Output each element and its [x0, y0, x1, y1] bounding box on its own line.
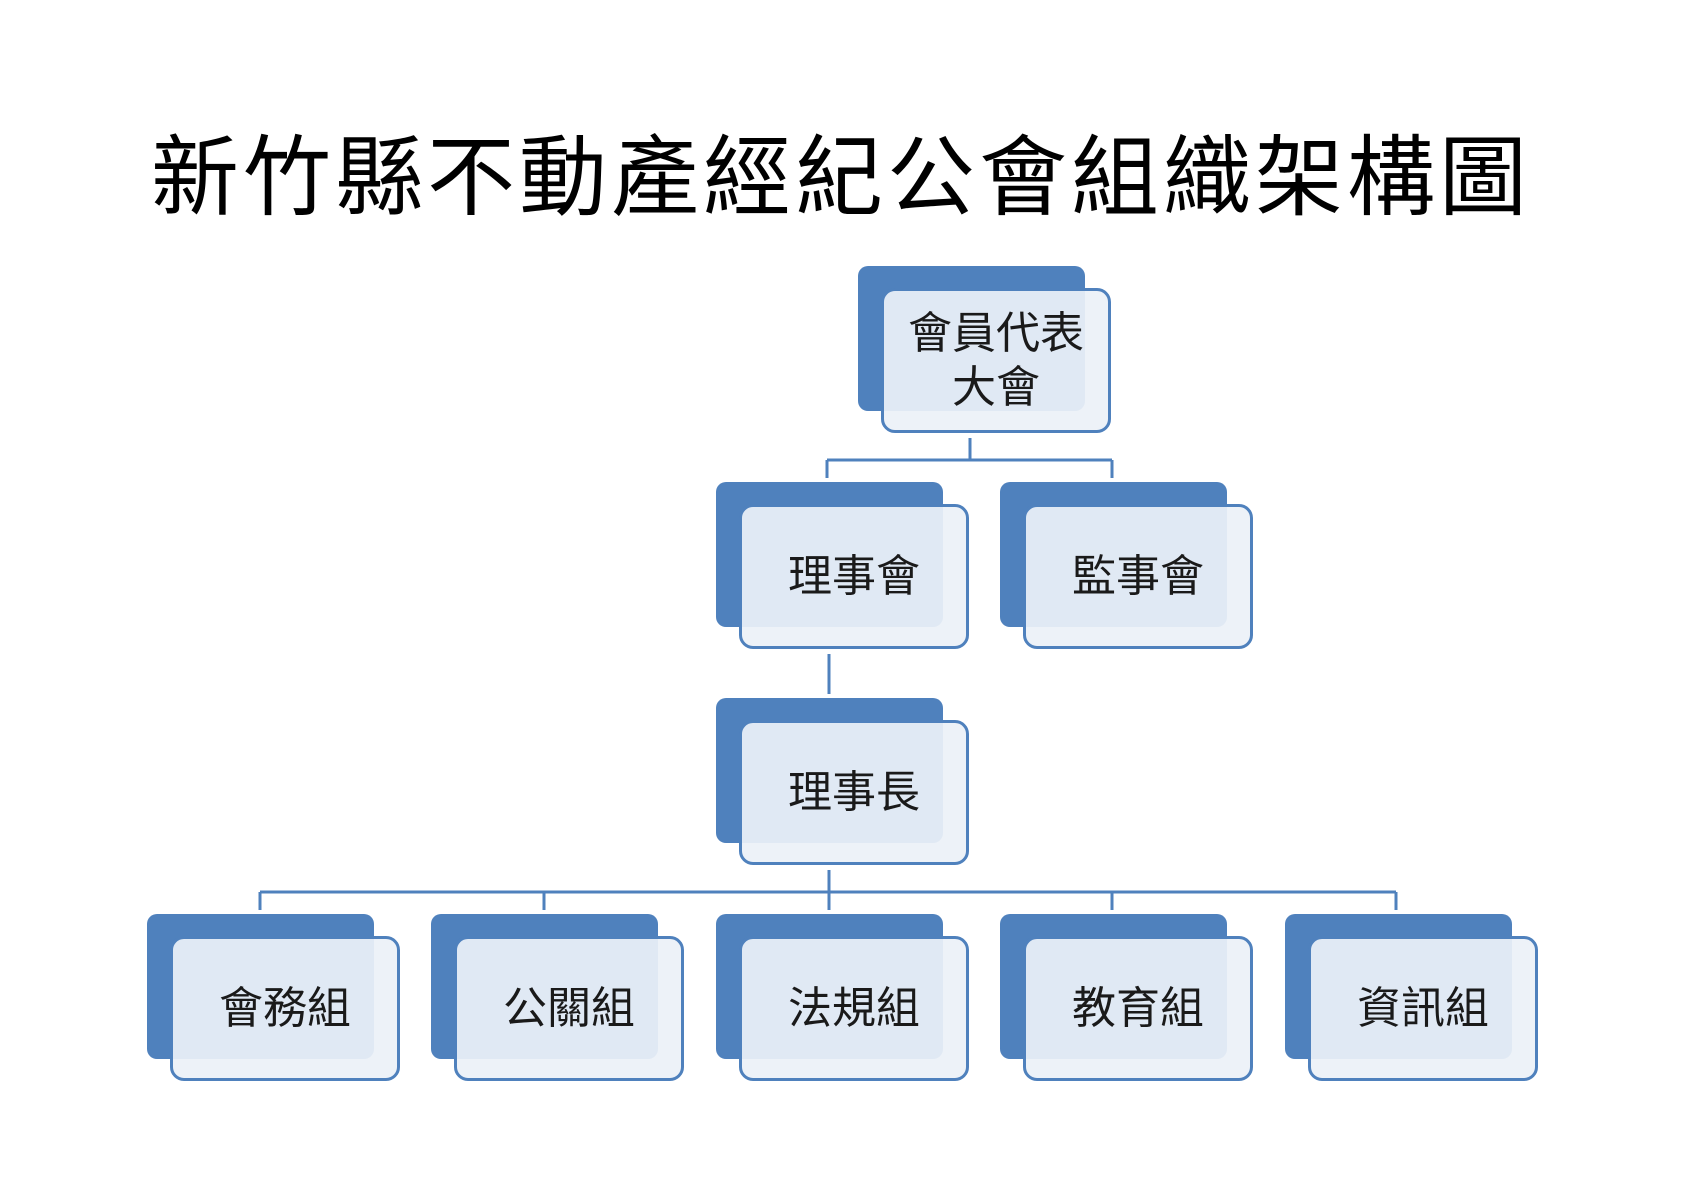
node-label: 監事會 [1072, 550, 1204, 602]
node-chairman: 理事長 [716, 698, 969, 865]
node-front-shape [881, 288, 1111, 433]
node-label: 會務組 [219, 982, 351, 1034]
node-board-of-supervisors: 監事會 [1000, 482, 1253, 649]
node-label-line2: 大會 [952, 361, 1040, 413]
node-group-affairs: 會務組 [147, 914, 400, 1081]
node-member-assembly: 會員代表 大會 [858, 266, 1111, 433]
node-front-shape [454, 936, 684, 1081]
node-front-shape [170, 936, 400, 1081]
node-front-shape [739, 720, 969, 865]
node-front-shape [739, 504, 969, 649]
node-board-of-directors: 理事會 [716, 482, 969, 649]
node-label-line1: 會員代表 [908, 307, 1084, 359]
node-label: 理事長 [788, 766, 920, 818]
node-group-education: 教育組 [1000, 914, 1253, 1081]
connector-chairman-to-groups [258, 870, 1398, 910]
node-label: 教育組 [1072, 982, 1204, 1034]
node-front-shape [1308, 936, 1538, 1081]
node-front-shape [1023, 936, 1253, 1081]
node-group-public-relations: 公關組 [431, 914, 684, 1081]
chart-title: 新竹縣不動產經紀公會組織架構圖 [150, 126, 1531, 229]
node-front-shape [1023, 504, 1253, 649]
node-front-shape [739, 936, 969, 1081]
node-label: 公關組 [503, 982, 635, 1034]
node-label: 會員代表 大會 [881, 288, 1111, 433]
node-group-information: 資訊組 [1285, 914, 1538, 1081]
node-label: 理事會 [788, 550, 920, 602]
node-group-legal: 法規組 [716, 914, 969, 1081]
connector-assembly-to-boards [825, 438, 1114, 478]
node-label: 資訊組 [1357, 982, 1489, 1034]
node-label: 法規組 [788, 982, 920, 1034]
